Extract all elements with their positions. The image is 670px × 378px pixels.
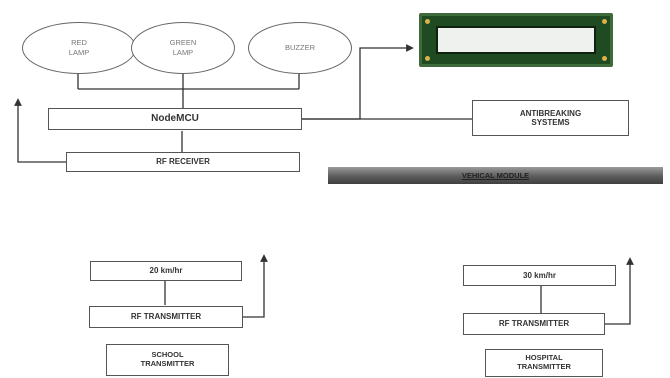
red-lamp-node: RED LAMP bbox=[22, 22, 136, 74]
hospital-transmitter-box: HOSPITAL TRANSMITTER bbox=[485, 349, 603, 377]
vehicle-module-banner: VEHICAL MODULE bbox=[328, 167, 663, 184]
lcd-display-icon bbox=[419, 13, 613, 67]
school-rf-transmitter-box: RF TRANSMITTER bbox=[89, 306, 243, 328]
hospital-rf-transmitter-box: RF TRANSMITTER bbox=[463, 313, 605, 335]
antibreaking-box: ANTIBREAKING SYSTEMS bbox=[472, 100, 629, 136]
buzzer-node: BUZZER bbox=[248, 22, 352, 74]
school-speed-box: 20 km/hr bbox=[90, 261, 242, 281]
green-lamp-node: GREEN LAMP bbox=[131, 22, 235, 74]
school-antenna bbox=[243, 254, 268, 318]
receiver-antenna bbox=[14, 98, 66, 163]
hospital-antenna bbox=[605, 257, 634, 325]
school-transmitter-box: SCHOOL TRANSMITTER bbox=[106, 344, 229, 376]
rf-receiver-box: RF RECEIVER bbox=[66, 152, 300, 172]
nodemcu-box: NodeMCU bbox=[48, 108, 302, 130]
hospital-speed-box: 30 km/hr bbox=[463, 265, 616, 286]
